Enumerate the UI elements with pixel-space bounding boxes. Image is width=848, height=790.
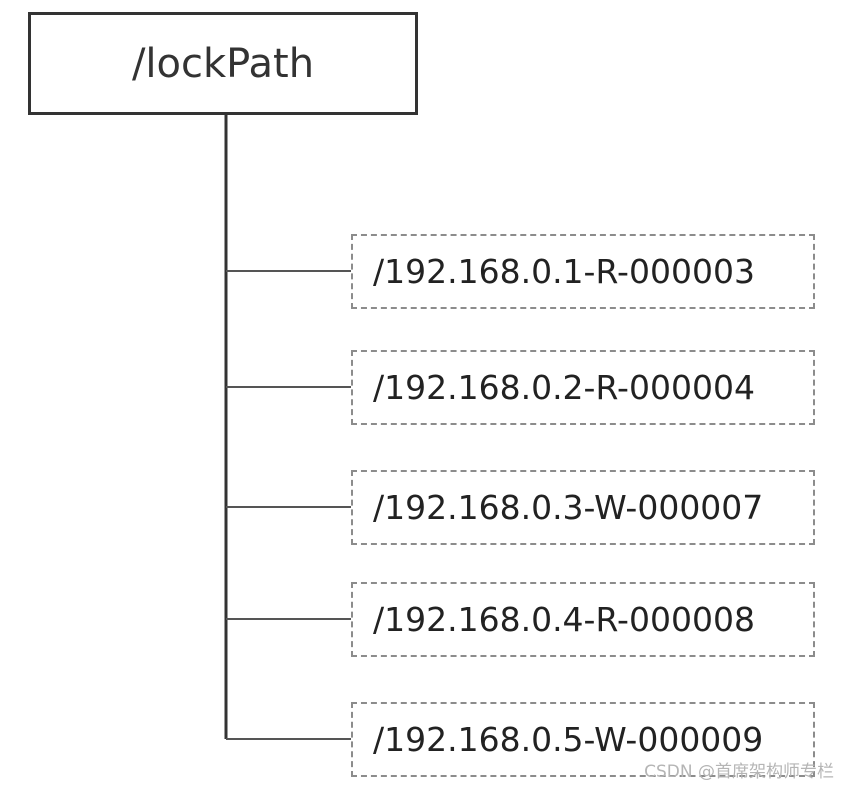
child-node-label: /192.168.0.5-W-000009 xyxy=(373,720,764,759)
child-node-label: /192.168.0.3-W-000007 xyxy=(373,488,764,527)
child-node-label: /192.168.0.1-R-000003 xyxy=(373,252,755,291)
child-node-4: /192.168.0.4-R-000008 xyxy=(351,582,815,657)
root-node: /lockPath xyxy=(28,12,418,115)
child-node-label: /192.168.0.2-R-000004 xyxy=(373,368,755,407)
root-node-label: /lockPath xyxy=(131,40,315,87)
child-node-5: /192.168.0.5-W-000009 xyxy=(351,702,815,777)
child-node-label: /192.168.0.4-R-000008 xyxy=(373,600,755,639)
watermark: CSDN @首席架构师专栏 xyxy=(644,762,834,782)
child-node-2: /192.168.0.2-R-000004 xyxy=(351,350,815,425)
child-node-3: /192.168.0.3-W-000007 xyxy=(351,470,815,545)
child-node-1: /192.168.0.1-R-000003 xyxy=(351,234,815,309)
